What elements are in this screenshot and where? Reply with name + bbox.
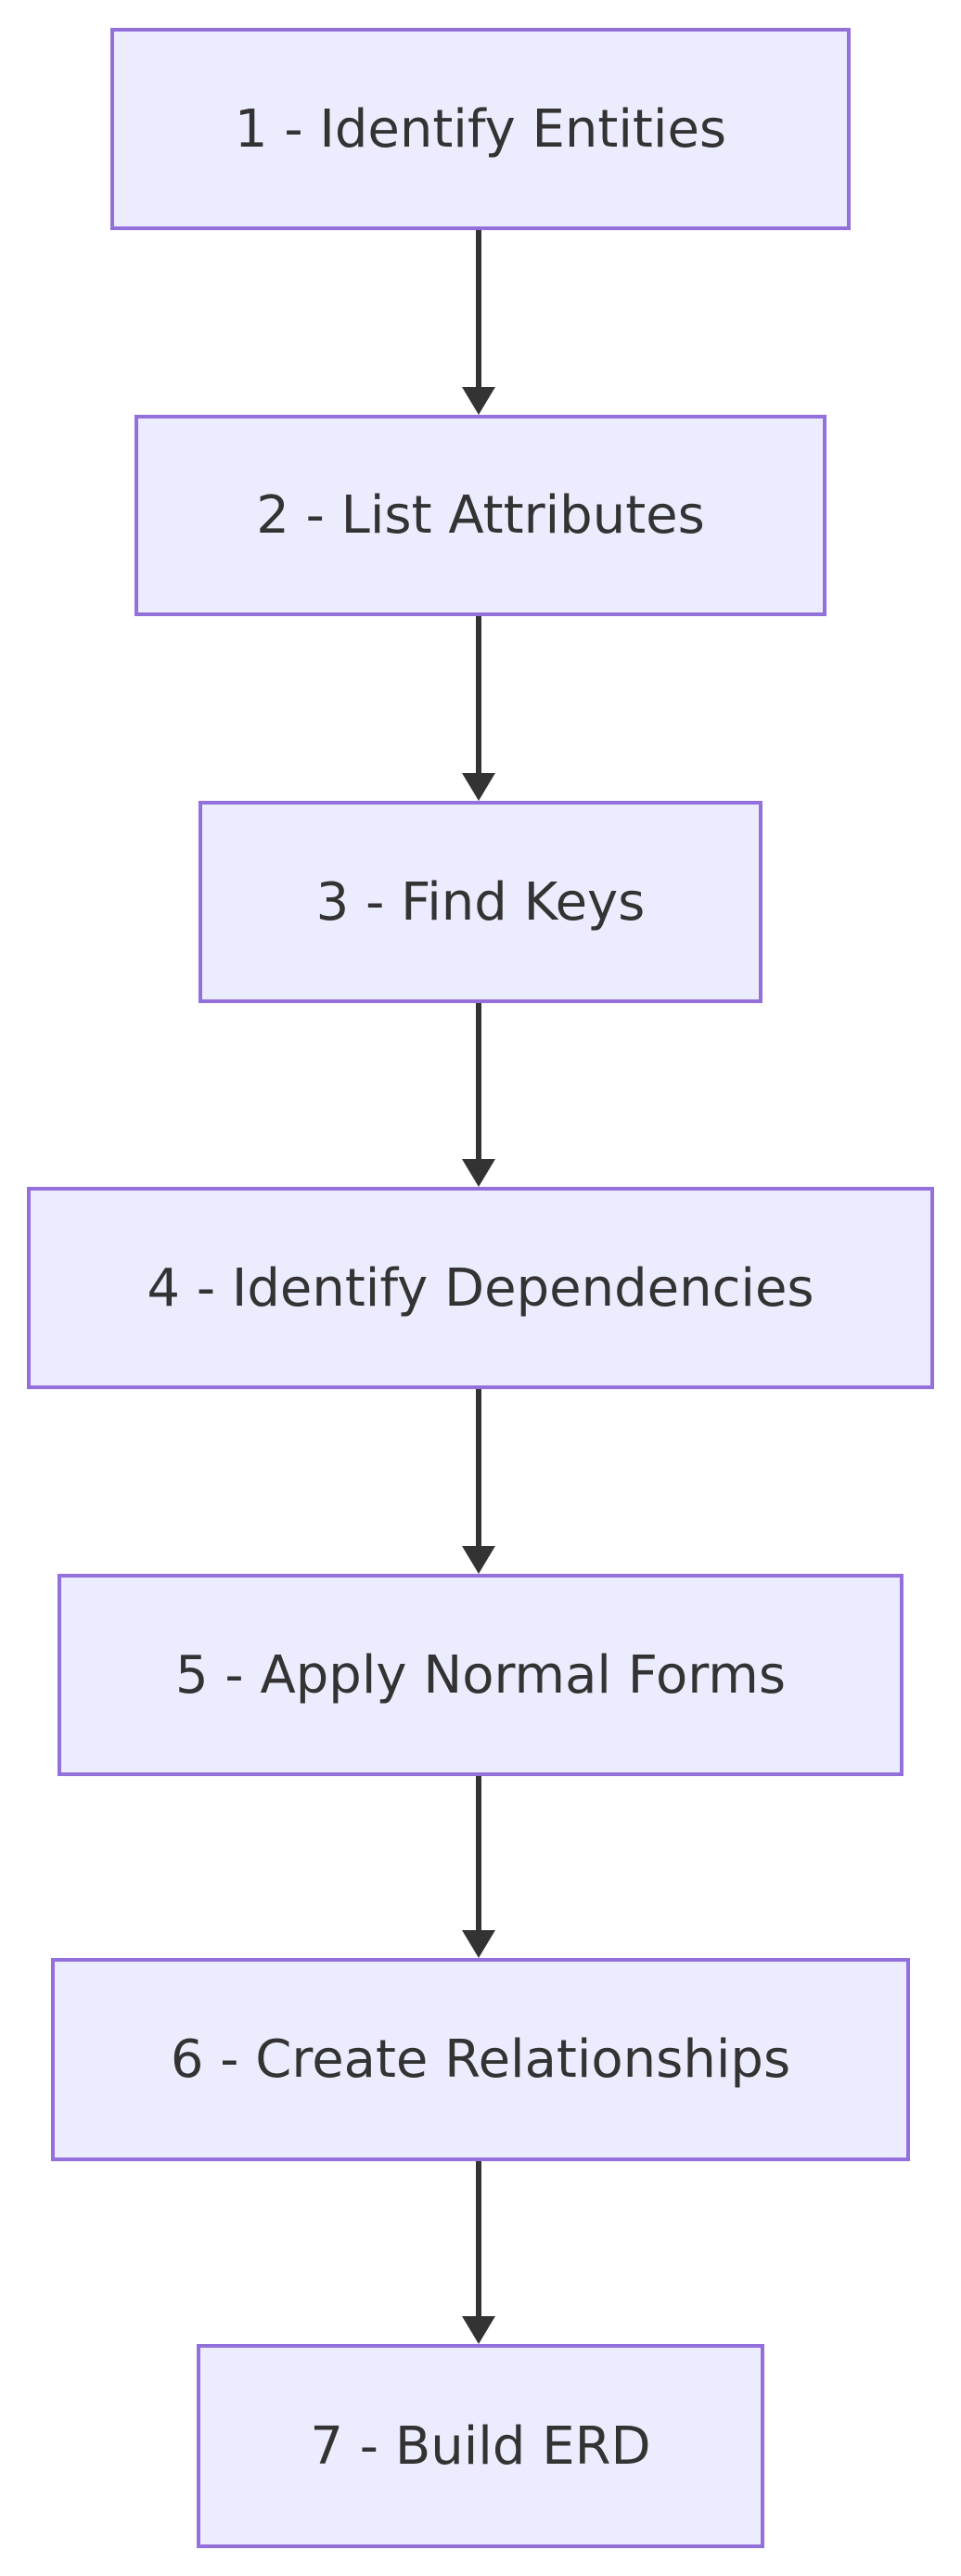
arrow-1-to-2-head-icon bbox=[462, 387, 495, 415]
arrow-5-to-6-head-icon bbox=[462, 1930, 495, 1958]
node-identify-dependencies-label: 4 - Identify Dependencies bbox=[147, 1257, 814, 1319]
node-create-relationships: 6 - Create Relationships bbox=[51, 1958, 910, 2161]
arrow-2-to-3 bbox=[462, 616, 495, 801]
arrow-6-to-7-line bbox=[476, 2161, 481, 2316]
node-list-attributes-label: 2 - List Attributes bbox=[256, 485, 705, 546]
node-identify-entities-label: 1 - Identify Entities bbox=[234, 98, 727, 160]
arrow-5-to-6-line bbox=[476, 1776, 481, 1930]
arrow-1-to-2-line bbox=[476, 230, 481, 387]
arrow-4-to-5-head-icon bbox=[462, 1546, 495, 1574]
arrow-3-to-4 bbox=[462, 1003, 495, 1187]
arrow-5-to-6 bbox=[462, 1776, 495, 1958]
node-find-keys-label: 3 - Find Keys bbox=[315, 871, 646, 933]
node-apply-normal-forms: 5 - Apply Normal Forms bbox=[58, 1574, 903, 1776]
node-list-attributes: 2 - List Attributes bbox=[135, 415, 826, 616]
node-build-erd-label: 7 - Build ERD bbox=[310, 2415, 651, 2477]
arrow-4-to-5-line bbox=[476, 1389, 481, 1546]
arrow-2-to-3-line bbox=[476, 616, 481, 773]
arrow-4-to-5 bbox=[462, 1389, 495, 1574]
arrow-2-to-3-head-icon bbox=[462, 773, 495, 801]
arrow-1-to-2 bbox=[462, 230, 495, 415]
arrow-3-to-4-head-icon bbox=[462, 1159, 495, 1187]
node-identify-dependencies: 4 - Identify Dependencies bbox=[27, 1187, 934, 1389]
node-find-keys: 3 - Find Keys bbox=[199, 801, 762, 1003]
node-create-relationships-label: 6 - Create Relationships bbox=[170, 2029, 791, 2090]
arrow-3-to-4-line bbox=[476, 1003, 481, 1159]
node-apply-normal-forms-label: 5 - Apply Normal Forms bbox=[175, 1644, 786, 1706]
node-identify-entities: 1 - Identify Entities bbox=[110, 28, 851, 230]
arrow-6-to-7 bbox=[462, 2161, 495, 2344]
arrow-6-to-7-head-icon bbox=[462, 2316, 495, 2344]
node-build-erd: 7 - Build ERD bbox=[197, 2344, 764, 2548]
